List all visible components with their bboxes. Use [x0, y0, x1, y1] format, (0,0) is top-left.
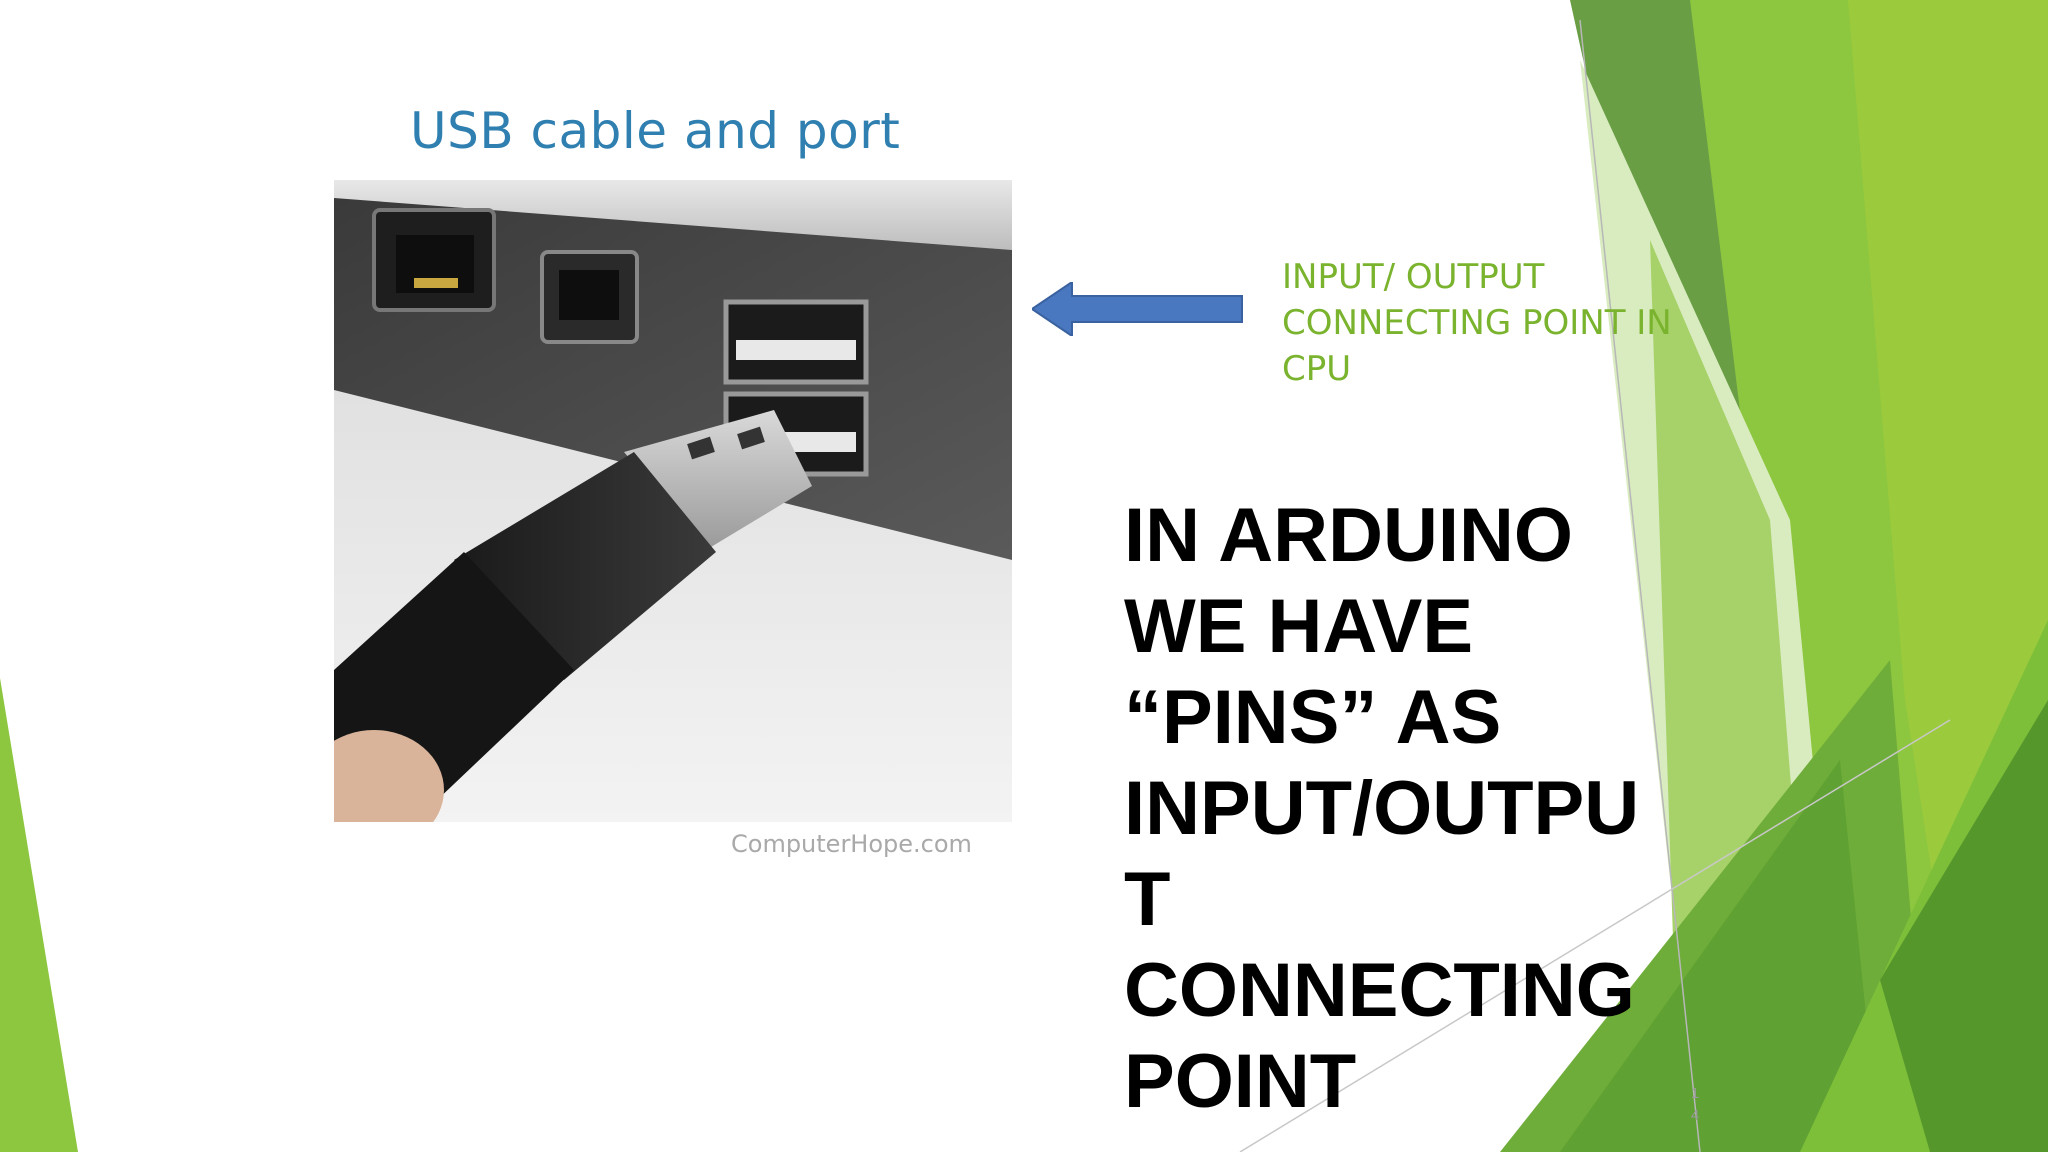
io-caption: INPUT/ OUTPUT CONNECTING POINT IN CPU [1282, 254, 1702, 392]
modem-port-icon [540, 250, 639, 344]
left-arrow-icon [1032, 282, 1243, 336]
caption-line: CONNECTING POINT IN [1282, 303, 1672, 343]
bottom-mid-green-triangle [1560, 760, 1880, 1152]
usb-photo [334, 180, 1012, 822]
slide-number: 1 4 [1688, 1083, 1702, 1127]
main-line: CONNECTING [1124, 948, 1635, 1033]
laptop-top-surface [334, 180, 1012, 250]
left-green-strip [0, 678, 78, 1152]
main-statement: IN ARDUINO WE HAVE “PINS” AS INPUT/OUTPU… [1124, 490, 1639, 1127]
main-line: IN ARDUINO [1124, 493, 1573, 578]
photo-credit: ComputerHope.com [731, 830, 972, 858]
photo-title: USB cable and port [410, 102, 901, 160]
slide-number-digit: 1 [1690, 1085, 1700, 1102]
usb-plug-icon [334, 410, 812, 822]
caption-line: INPUT/ OUTPUT [1282, 257, 1545, 297]
main-line: “PINS” AS [1124, 675, 1502, 760]
usb-photo-illustration [334, 180, 1012, 822]
thin-accent-line-2 [1239, 719, 1951, 1152]
main-line: WE HAVE [1124, 584, 1474, 669]
caption-line: CPU [1282, 349, 1352, 389]
slide-number-digit: 4 [1690, 1107, 1700, 1124]
bottom-right-deep-green-triangle [1880, 700, 2048, 1152]
main-line: POINT [1124, 1039, 1357, 1124]
main-line: T [1124, 857, 1171, 942]
main-line: INPUT/OUTPU [1124, 766, 1640, 851]
ethernet-port-icon [372, 208, 496, 312]
thin-accent-line-1 [1579, 19, 1701, 1152]
